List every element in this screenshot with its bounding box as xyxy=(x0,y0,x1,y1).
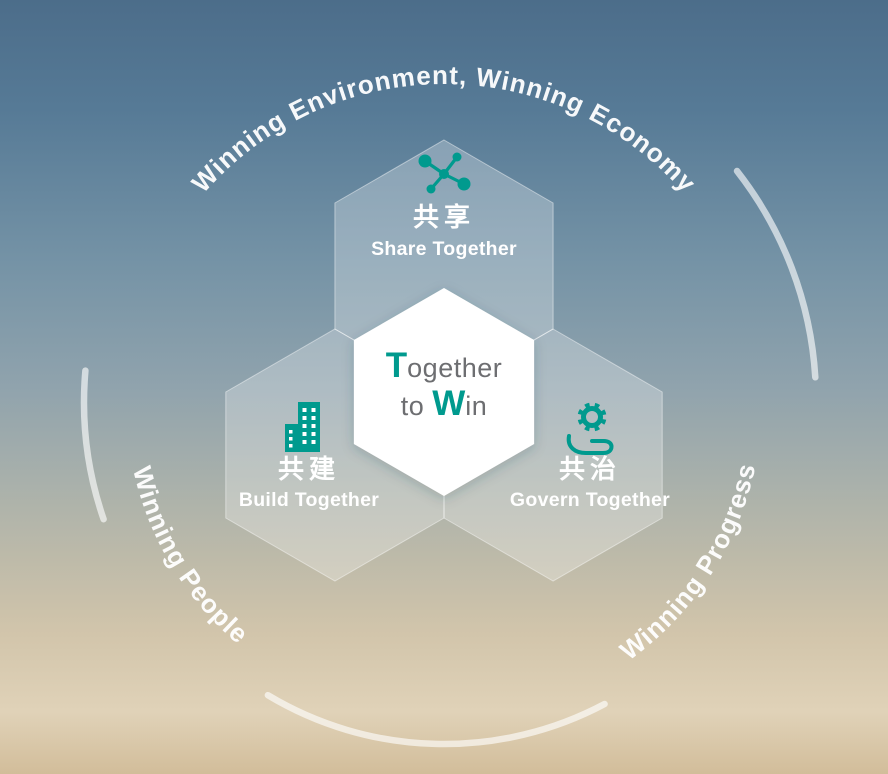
center-line1: Together xyxy=(386,346,502,385)
share-label-en: Share Together xyxy=(371,238,517,260)
ring-arc-left xyxy=(80,367,107,523)
share-network-icon xyxy=(418,152,471,194)
build-label-zh: 共建 xyxy=(278,455,340,485)
share-label-zh: 共享 xyxy=(413,202,475,233)
hexagon-cluster xyxy=(225,139,663,582)
govern-label-zh: 共治 xyxy=(559,455,621,485)
hexagon-share-content: 共享 Share Together xyxy=(371,152,517,260)
ring-arc-right xyxy=(733,167,819,381)
hexagon-govern-content: 共治 Govern Together xyxy=(510,402,670,511)
hexagon-center xyxy=(353,288,535,496)
hexagon-build-content: 共建 Build Together xyxy=(239,402,379,511)
ring-arcs xyxy=(80,167,819,748)
govern-label-en: Govern Together xyxy=(510,489,670,511)
ring-arc-bottom xyxy=(264,691,608,748)
build-label-en: Build Together xyxy=(239,489,379,511)
building-icon xyxy=(285,402,320,452)
hand xyxy=(566,434,614,455)
